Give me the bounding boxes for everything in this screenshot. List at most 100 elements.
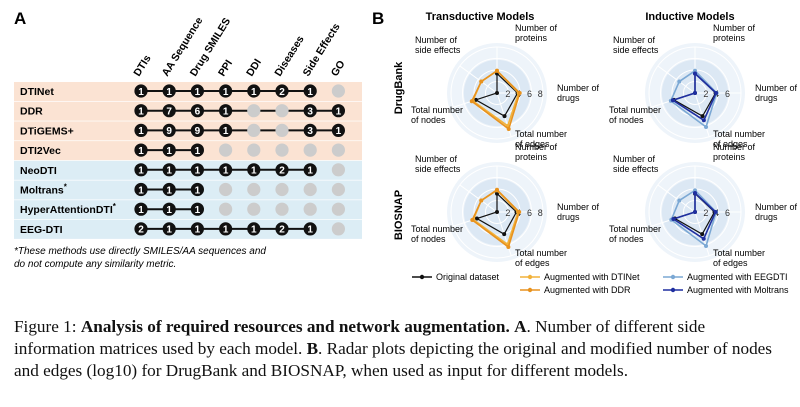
legend-label-original: Original dataset	[436, 272, 500, 282]
filled-dot	[190, 202, 204, 216]
dot-count: 9	[195, 126, 201, 137]
dot-count: 2	[138, 225, 144, 236]
footnote-star: *	[113, 202, 117, 211]
dot-count: 3	[307, 126, 313, 137]
empty-dot	[331, 202, 345, 216]
filled-dot	[190, 182, 204, 197]
legend-label-eegdti: Augmented with EEGDTI	[687, 272, 788, 282]
radar-axis-label: side effects	[415, 164, 461, 174]
filled-dot	[190, 104, 204, 118]
filled-dot	[134, 222, 148, 236]
radar-tick-label: 6	[527, 208, 532, 218]
dot-count: 1	[223, 87, 229, 98]
panel-b: B Transductive Models Inductive Models D…	[372, 9, 798, 295]
row-title-biosnap: BIOSNAP	[393, 190, 405, 240]
radar-axis-label: Total number	[713, 129, 765, 139]
radar-point-eegdti	[704, 243, 709, 248]
dot-count: 1	[195, 205, 201, 216]
filled-dot	[219, 163, 233, 177]
dot-count: 2	[279, 225, 285, 236]
radar-axis-label: drugs	[755, 93, 778, 103]
filled-dot	[162, 123, 176, 137]
radar-point-ddr	[479, 79, 484, 84]
radar-series-original	[475, 192, 518, 235]
radar-tick-label: 2	[505, 89, 510, 99]
radar-spoke	[459, 184, 498, 213]
radar-point-original	[502, 114, 507, 119]
radar-axis-label: Total number	[609, 224, 661, 234]
empty-dot	[275, 104, 289, 118]
dot-count: 1	[336, 126, 342, 137]
radar-series-ddr	[470, 69, 521, 131]
radar-axis-label: Total number	[609, 105, 661, 115]
empty-dot	[275, 123, 289, 137]
radar-axis-label: Number of	[415, 154, 458, 164]
row-title-drugbank: DrugBank	[393, 61, 405, 114]
filled-dot	[275, 84, 289, 98]
dot-count: 1	[138, 205, 144, 216]
filled-dot	[247, 84, 261, 98]
radar-tick-label: 2	[505, 208, 510, 218]
radar-axis-label: proteins	[515, 33, 548, 43]
panel-a-label: A	[14, 9, 26, 28]
radar-tick-label: 6	[527, 89, 532, 99]
empty-dot	[275, 202, 289, 216]
dot-count: 1	[307, 166, 313, 177]
radar-point-ddr	[470, 218, 475, 223]
radar-point-ddr	[506, 127, 511, 132]
dot-count: 7	[166, 107, 172, 118]
empty-dot	[331, 222, 345, 236]
radar-series-ddr	[471, 188, 521, 249]
filled-dot	[134, 143, 148, 157]
radar-axis-label: Number of	[755, 202, 798, 212]
legend-label-moltrans: Augmented with Moltrans	[687, 285, 789, 295]
radar-series-moltrans	[671, 71, 718, 122]
radar-point-eegdti	[677, 198, 682, 203]
radar-point-original	[495, 91, 499, 95]
filled-dot	[219, 222, 233, 236]
filled-dot	[190, 222, 204, 236]
legend-marker-original	[419, 274, 425, 280]
empty-dot	[247, 202, 261, 216]
radar-spoke	[657, 184, 696, 213]
dot-count: 9	[166, 126, 172, 137]
radar-point-original	[700, 232, 705, 237]
filled-dot	[247, 163, 261, 177]
column-header: DDI	[244, 57, 264, 79]
dot-count: 2	[279, 87, 285, 98]
radar-tick-label: 8	[538, 208, 543, 218]
radar-point-original	[495, 210, 499, 214]
legend-marker-moltrans	[670, 287, 676, 293]
radar-tick-label: 2	[703, 208, 708, 218]
dot-count: 1	[251, 225, 257, 236]
filled-dot	[134, 182, 148, 197]
radar-spoke	[459, 65, 498, 94]
empty-dot	[247, 123, 261, 137]
radar-axis-label: proteins	[713, 152, 746, 162]
dot-count: 1	[138, 87, 144, 98]
radar-point-moltrans	[693, 71, 697, 76]
legend-marker-ddr	[527, 287, 533, 293]
radar-axis-label: of nodes	[411, 115, 446, 125]
radar-point-moltrans	[701, 118, 706, 123]
radar-axis-label: proteins	[713, 33, 746, 43]
radar-point-ddr	[517, 210, 522, 214]
caption-prefix: Figure 1:	[14, 317, 81, 336]
col-title-inductive: Inductive Models	[645, 11, 734, 23]
model-name: DTI2Vec	[20, 145, 61, 157]
model-name: EEG-DTI	[20, 224, 63, 236]
radar-axis-label: Number of	[713, 142, 756, 152]
radar-axis-label: Number of	[755, 83, 798, 93]
radar-tick-label: 6	[725, 208, 730, 218]
radar-spoke	[657, 65, 696, 94]
footnote-star: *	[64, 183, 68, 192]
dot-count: 1	[307, 87, 313, 98]
radar-axis-label: Number of	[557, 83, 600, 93]
dot-count: 1	[138, 146, 144, 157]
radar-point-moltrans	[693, 210, 697, 214]
